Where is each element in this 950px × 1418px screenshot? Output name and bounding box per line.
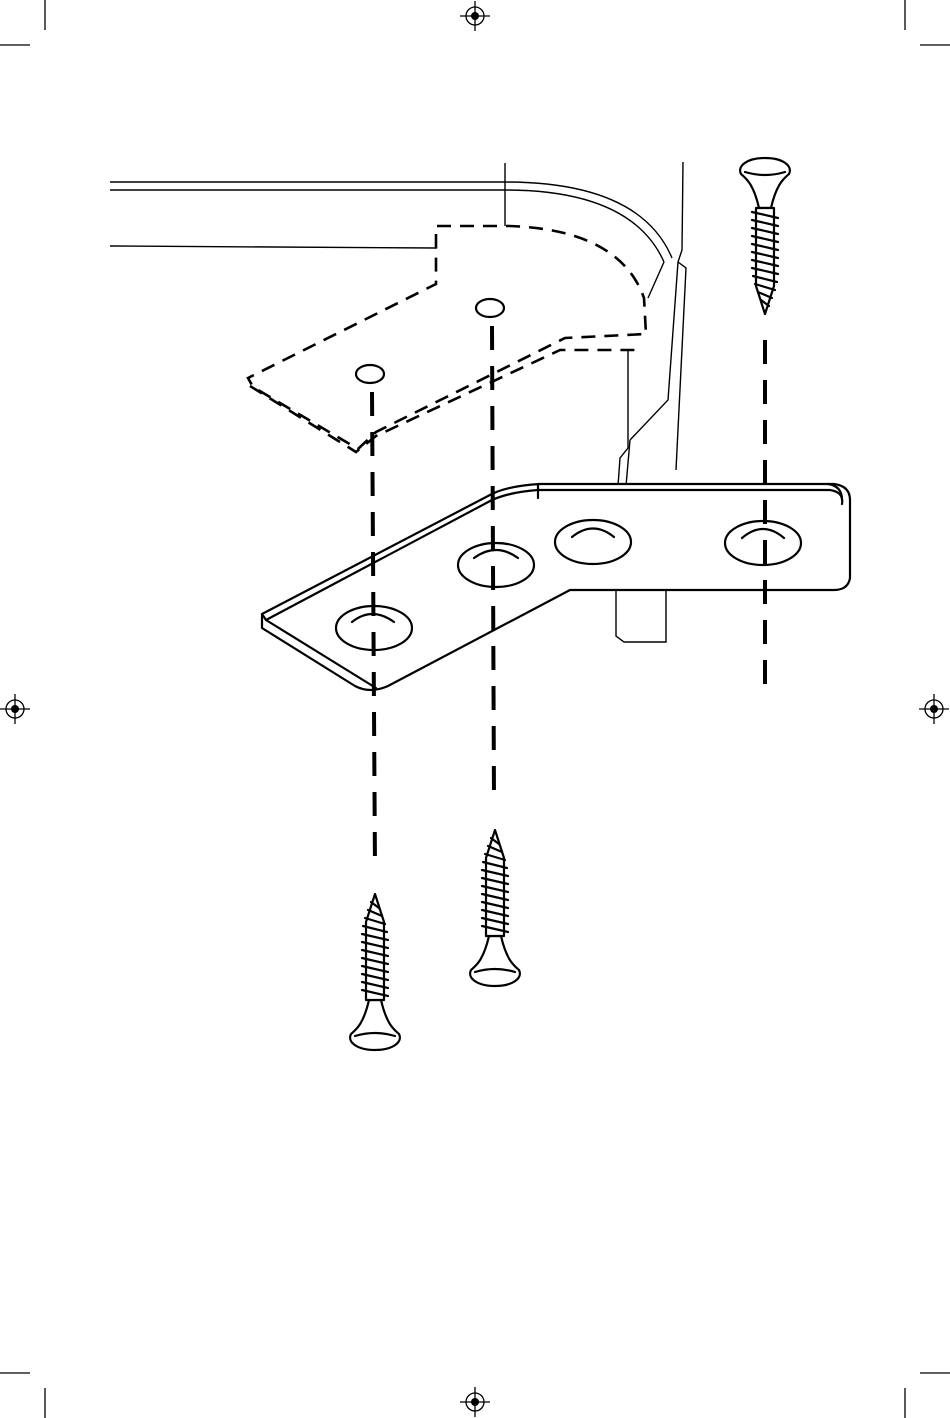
registration-mark-bottom bbox=[460, 1387, 490, 1417]
corner-bracket bbox=[262, 484, 850, 690]
registration-mark-top bbox=[460, 1, 490, 31]
crop-mark-top-right bbox=[905, 0, 950, 45]
registration-mark-right bbox=[919, 694, 949, 724]
registration-mark-left bbox=[0, 694, 30, 724]
bracket-ghost-outline bbox=[248, 226, 646, 452]
screw-bottom-middle bbox=[470, 830, 520, 986]
crop-mark-bottom-left bbox=[0, 1373, 45, 1418]
ghost-hole-left bbox=[356, 365, 384, 383]
ghost-hole-middle bbox=[476, 299, 504, 317]
screw-top-right bbox=[740, 158, 790, 314]
crop-mark-bottom-right bbox=[905, 1373, 950, 1418]
screw-bottom-left bbox=[350, 894, 400, 1050]
crop-mark-top-left bbox=[0, 0, 45, 45]
